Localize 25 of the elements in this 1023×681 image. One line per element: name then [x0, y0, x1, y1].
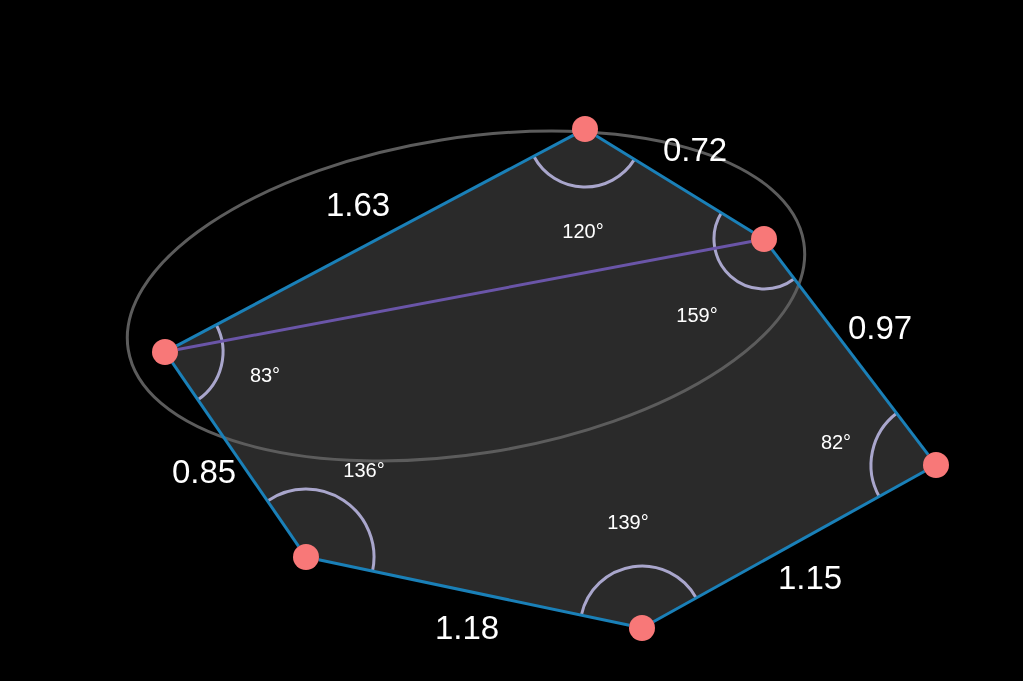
side-length-label: 1.15 [777, 559, 843, 597]
angle-label: 120° [562, 219, 604, 243]
vertex-dot [923, 452, 949, 478]
side-length-label: 0.85 [171, 453, 237, 491]
angle-label: 159° [676, 303, 718, 327]
side-length-label: 1.18 [434, 609, 500, 647]
polygon-side [595, 134, 754, 234]
polygon-side [652, 470, 926, 623]
vertex-dot [572, 116, 598, 142]
polygon-side [171, 361, 300, 548]
polygon-side [318, 558, 630, 627]
angle-label: 136° [343, 458, 385, 482]
angle-label: 82° [820, 430, 852, 454]
vertex-dot [751, 226, 777, 252]
angle-label: 83° [249, 363, 281, 387]
angle-label: 139° [607, 510, 649, 534]
polygon-side [175, 133, 575, 348]
diagonal-line [177, 239, 752, 352]
vertex-dot [629, 615, 655, 641]
side-length-label: 0.72 [662, 131, 728, 169]
polygon-side [770, 248, 930, 456]
vertex-dot [293, 544, 319, 570]
side-length-label: 0.97 [847, 309, 913, 347]
side-length-label: 1.63 [325, 186, 391, 224]
vertex-dot [152, 339, 178, 365]
